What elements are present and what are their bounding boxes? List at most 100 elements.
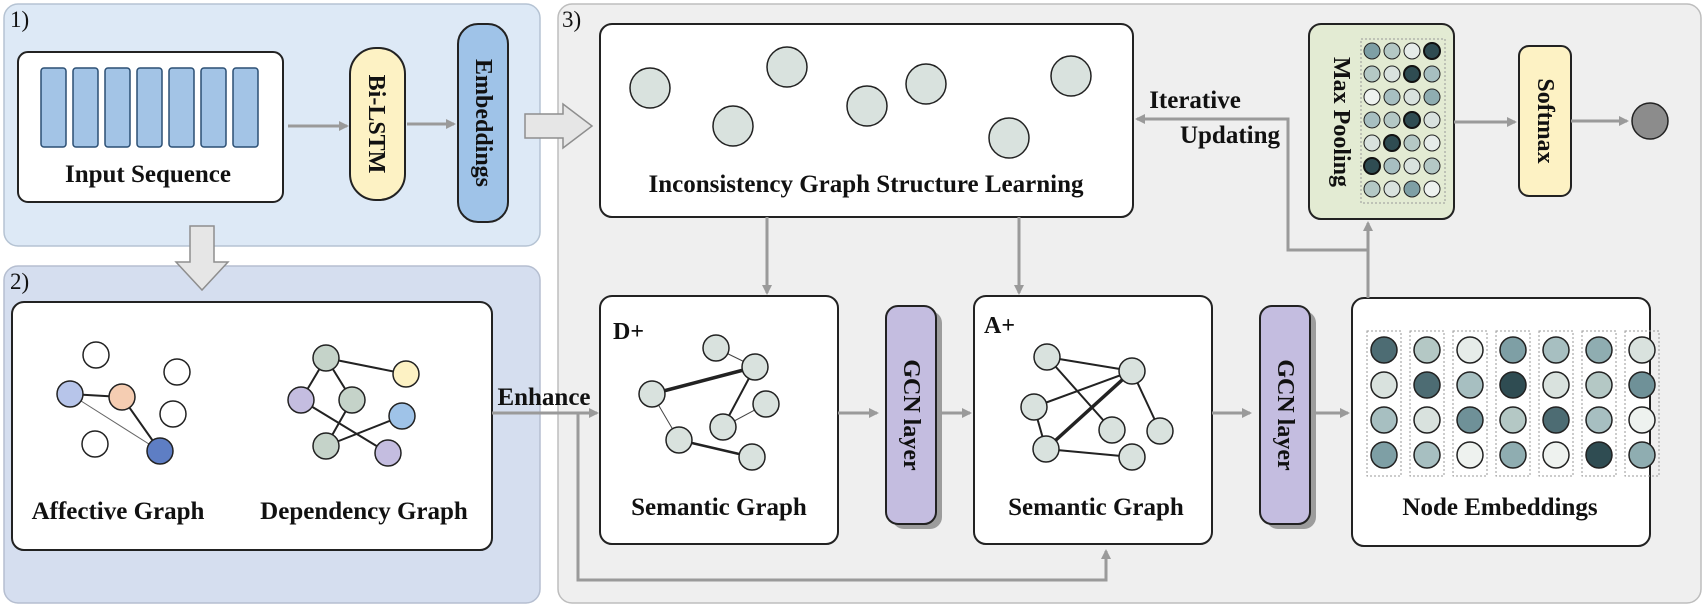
bilstm-block [349, 47, 406, 201]
pooling-cell [1423, 42, 1441, 60]
input-token-bar [104, 67, 131, 148]
graph-node [665, 426, 693, 454]
max-pooling-label: Max Pooling [1328, 57, 1354, 187]
pooling-cell [1383, 134, 1401, 152]
pooling-grid-frame [1360, 38, 1446, 204]
graph-structure-learning-label: Inconsistency Graph Structure Learning [649, 171, 1084, 198]
semantic-graph-d-label: Semantic Graph [631, 494, 807, 521]
embeddings-block [457, 23, 509, 223]
embedding-cell [1542, 371, 1570, 399]
embedding-cell [1456, 441, 1484, 469]
panel-2-number: 2) [10, 269, 29, 294]
embedding-cell [1499, 371, 1527, 399]
graph-node [1032, 435, 1060, 463]
max-pooling-grid [1360, 38, 1446, 204]
embedding-column [1538, 330, 1574, 477]
graph-node [709, 413, 737, 441]
pooling-cell [1403, 134, 1421, 152]
embedding-cell [1628, 371, 1656, 399]
gcn-layer-2-label: GCN layer [1272, 359, 1298, 471]
big-arrow-to-panel-2 [174, 225, 230, 292]
pooling-cell [1383, 180, 1401, 198]
semantic-graph-a-label: Semantic Graph [1008, 494, 1184, 521]
pooling-cell [1363, 134, 1381, 152]
graph-node [702, 334, 730, 362]
semantic-graph-a [1020, 343, 1174, 471]
graph-node [159, 400, 187, 428]
embedding-cell [1370, 441, 1398, 469]
graph-edge [300, 399, 389, 454]
enhance-label: Enhance [497, 384, 590, 411]
embedding-cell [1542, 406, 1570, 434]
graph-node [312, 432, 340, 460]
pooling-cell [1403, 157, 1421, 175]
embedding-cell [1413, 371, 1441, 399]
graph-node [56, 380, 84, 408]
pooling-cell [1423, 65, 1441, 83]
softmax-label: Softmax [1532, 78, 1558, 163]
graph-node [1020, 393, 1048, 421]
pooling-cell [1363, 42, 1381, 60]
graph-node [1118, 357, 1146, 385]
a-plus-tag: A+ [984, 313, 1015, 339]
embedding-cell [1499, 336, 1527, 364]
embedding-cell [1456, 371, 1484, 399]
pooling-cell [1383, 157, 1401, 175]
pooling-cell [1403, 88, 1421, 106]
candidate-nodes [629, 46, 1092, 159]
graph-node [312, 344, 340, 372]
panel-1-number: 1) [10, 7, 29, 32]
graph-node [905, 63, 947, 105]
embedding-column [1409, 330, 1445, 477]
graph-edge [651, 365, 756, 396]
pooling-cell [1423, 134, 1441, 152]
graph-node [638, 380, 666, 408]
graph-edge [69, 393, 161, 452]
graph-node [287, 386, 315, 414]
input-token-bar [72, 67, 99, 148]
graph-node [1033, 343, 1061, 371]
input-sequence-label: Input Sequence [65, 161, 231, 188]
gcn-layer-1-block [885, 305, 937, 525]
graph-node [1098, 416, 1126, 444]
graph-edge [1044, 369, 1134, 451]
embedding-cell [1370, 406, 1398, 434]
embedding-cell [1499, 406, 1527, 434]
embedding-cell [1456, 406, 1484, 434]
embedding-column [1366, 330, 1402, 477]
embedding-cell [1585, 441, 1613, 469]
pooling-cell [1383, 111, 1401, 129]
embedding-cell [1585, 406, 1613, 434]
pooling-cell [1363, 111, 1381, 129]
pooling-cell [1383, 65, 1401, 83]
graph-node [738, 443, 766, 471]
big-arrow-to-graph-learning [524, 102, 594, 150]
graph-node [146, 437, 174, 465]
pooling-cell [1363, 157, 1381, 175]
pooling-cell [1423, 111, 1441, 129]
iterative-label: Iterative [1149, 87, 1241, 114]
pooling-cell [1363, 180, 1381, 198]
input-token-bar [200, 67, 227, 148]
pooling-cell [1363, 88, 1381, 106]
node-embeddings-label: Node Embeddings [1402, 494, 1597, 521]
pooling-cell [1383, 42, 1401, 60]
pooling-cell [1383, 88, 1401, 106]
embedding-cell [1456, 336, 1484, 364]
graph-node [392, 360, 420, 388]
pooling-cell [1423, 88, 1441, 106]
pooling-cell [1403, 42, 1421, 60]
graph-edge [1046, 356, 1133, 372]
arrow-enhance-bypass [576, 413, 1111, 582]
graph-node [1146, 417, 1174, 445]
gcn-layer-1-label: GCN layer [898, 359, 924, 471]
graph-node [388, 402, 416, 430]
affective-graph [56, 341, 191, 465]
pooling-cell [1403, 111, 1421, 129]
input-token-bar [40, 67, 67, 148]
pooling-cell [1363, 65, 1381, 83]
graph-node [81, 430, 109, 458]
graph-node [374, 439, 402, 467]
d-plus-tag: D+ [613, 319, 644, 345]
